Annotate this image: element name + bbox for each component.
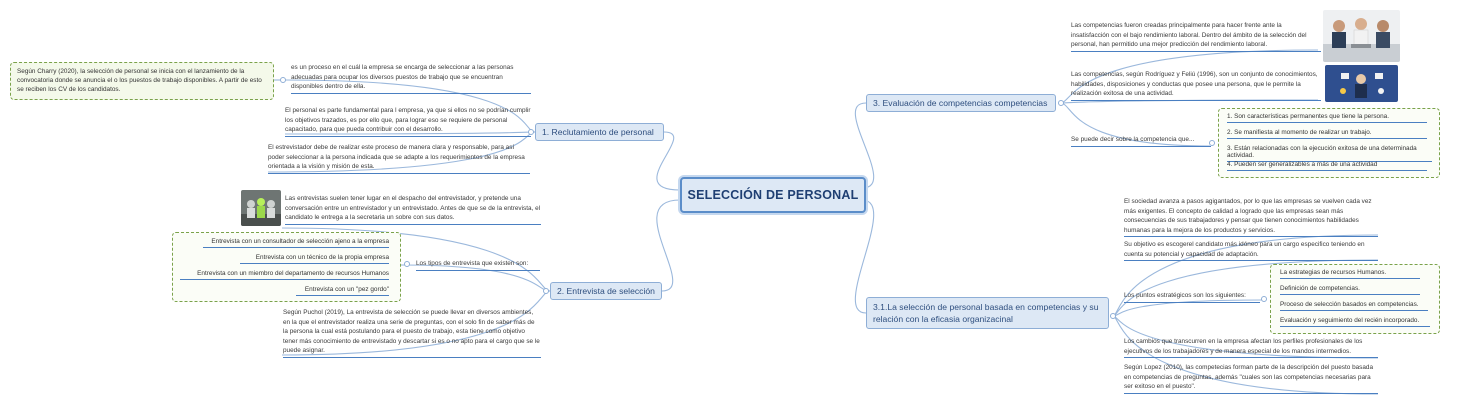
- evaluacion-item: Las competencias fueron creadas principa…: [1071, 21, 1321, 52]
- seleccion-item: Según Lopez (2010), las competecias form…: [1124, 363, 1378, 394]
- reclutamiento-item-text: El personal es parte fundamental para l …: [285, 107, 531, 134]
- interview-types-group: [172, 232, 401, 302]
- branch-evaluacion-label: 3. Evaluación de competencias competenci…: [873, 98, 1048, 108]
- reclutamiento-item-text: es un proceso en el cuál la empresa se e…: [291, 64, 514, 91]
- charry-note: Según Charry (2020), la selección de per…: [10, 62, 274, 100]
- entrevista-intro: Las entrevistas suelen tener lugar en el…: [285, 194, 541, 225]
- competencia-list-item-text: 2. Se manifiesta al momento de realizar …: [1227, 129, 1372, 136]
- collapse-toggle-icon[interactable]: [1110, 313, 1116, 319]
- points-group: [1270, 264, 1440, 334]
- seleccion-item-text: El sociedad avanza a pasos agigantados, …: [1124, 198, 1372, 234]
- reclutamiento-item: es un proceso en el cuál la empresa se e…: [291, 63, 531, 94]
- point-item-text: La estrategias de recursos Humanos.: [1280, 269, 1387, 276]
- point-item[interactable]: La estrategias de recursos Humanos.: [1280, 269, 1420, 279]
- competencia-list-item-text: 3. Están relacionadas con la ejecución e…: [1227, 145, 1417, 159]
- collapse-toggle-icon[interactable]: [1058, 100, 1064, 106]
- interview-types-label-text: Los tipos de entrevista que existen son:: [416, 260, 529, 267]
- reclutamiento-item: El personal es parte fundamental para l …: [285, 106, 531, 137]
- interview-types-label: Los tipos de entrevista que existen son:: [416, 259, 540, 271]
- interview-type-text: Entrevista con un consultador de selecci…: [211, 238, 389, 245]
- branch-seleccion-competencias-label: 3.1.La selección de personal basada en c…: [873, 302, 1099, 324]
- point-item-text: Proceso de selección basados en competen…: [1280, 301, 1419, 308]
- competencia-list-label: Se puede decir sobre la competencia que.…: [1071, 135, 1211, 147]
- point-item-text: Definición de competencias.: [1280, 285, 1360, 292]
- competencia-list-item[interactable]: 2. Se manifiesta al momento de realizar …: [1227, 129, 1427, 139]
- branch-seleccion-competencias[interactable]: 3.1.La selección de personal basada en c…: [866, 297, 1109, 329]
- interview-type-text: Entrevista con un miembro del departamen…: [197, 270, 389, 277]
- competencia-list-item-text: 4. Pueden ser generalizables a más de un…: [1227, 161, 1378, 168]
- charry-note-text: Según Charry (2020), la selección de per…: [17, 68, 262, 93]
- point-item[interactable]: Proceso de selección basados en competen…: [1280, 301, 1428, 311]
- seleccion-item: Los cambios que transcurren en la empres…: [1124, 337, 1378, 359]
- puchol-item-text: Según Puchol (2019), La entrevista de se…: [283, 309, 540, 355]
- competencia-list-label-text: Se puede decir sobre la competencia que.…: [1071, 136, 1195, 143]
- central-topic-title: SELECCIÓN DE PERSONAL: [687, 188, 859, 202]
- point-item[interactable]: Definición de competencias.: [1280, 285, 1420, 295]
- competencia-list-group: [1218, 108, 1440, 178]
- branch-reclutamiento-label: 1. Reclutamiento de personal: [542, 127, 654, 137]
- branch-evaluacion[interactable]: 3. Evaluación de competencias competenci…: [866, 94, 1056, 112]
- group-toggle-icon[interactable]: [404, 261, 410, 267]
- seleccion-item-text: Los cambios que transcurren en la empres…: [1124, 338, 1363, 355]
- point-item-text: Evaluación y seguimiento del recién inco…: [1280, 317, 1420, 324]
- evaluacion-item: Las competencias, según Rodríguez y Feli…: [1071, 70, 1321, 101]
- evaluacion-item-text: Las competencias, según Rodríguez y Feli…: [1071, 71, 1318, 98]
- seleccion-item-text: Su objetivo es escogerel candidato más i…: [1124, 241, 1365, 258]
- branch-entrevista[interactable]: 2. Entrevista de selección: [550, 282, 662, 300]
- office-meeting-photo: [1323, 10, 1400, 62]
- branch-entrevista-label: 2. Entrevista de selección: [557, 286, 655, 296]
- interview-type-item[interactable]: Entrevista con un "pez gordo": [296, 286, 389, 296]
- interview-type-item[interactable]: Entrevista con un técnico de la propia e…: [240, 254, 389, 264]
- interview-type-text: Entrevista con un técnico de la propia e…: [255, 254, 389, 261]
- business-multitask-photo: [1325, 65, 1398, 102]
- seleccion-item-text: Según Lopez (2010), las competecias form…: [1124, 364, 1374, 391]
- points-label: Los puntos estratégicos son los siguient…: [1124, 291, 1260, 303]
- interview-type-item[interactable]: Entrevista con un miembro del departamen…: [180, 270, 389, 280]
- note-toggle-icon[interactable]: [280, 77, 286, 83]
- points-label-text: Los puntos estratégicos son los siguient…: [1124, 292, 1246, 299]
- puchol-item: Según Puchol (2019), La entrevista de se…: [283, 308, 541, 358]
- competencia-list-item-text: 1. Son características permanentes que t…: [1227, 113, 1389, 120]
- competencia-list-item[interactable]: 1. Son características permanentes que t…: [1227, 113, 1427, 123]
- group-toggle-icon[interactable]: [1209, 140, 1215, 146]
- branch-reclutamiento[interactable]: 1. Reclutamiento de personal: [535, 123, 664, 141]
- point-item[interactable]: Evaluación y seguimiento del recién inco…: [1280, 317, 1430, 327]
- seleccion-item: Su objetivo es escogerel candidato más i…: [1124, 240, 1378, 262]
- interview-type-text: Entrevista con un "pez gordo": [304, 286, 389, 293]
- interview-photo: [241, 190, 281, 226]
- competencia-list-item[interactable]: 4. Pueden ser generalizables a más de un…: [1227, 161, 1427, 171]
- entrevista-intro-text: Las entrevistas suelen tener lugar en el…: [285, 195, 541, 222]
- evaluacion-item-text: Las competencias fueron creadas principa…: [1071, 22, 1307, 49]
- central-topic[interactable]: SELECCIÓN DE PERSONAL: [680, 177, 866, 213]
- competencia-list-item[interactable]: 3. Están relacionadas con la ejecución e…: [1227, 145, 1432, 162]
- reclutamiento-item: El estrevistador debe de realizar este p…: [268, 143, 530, 174]
- interview-type-item[interactable]: Entrevista con un consultador de selecci…: [203, 238, 389, 248]
- reclutamiento-item-text: El estrevistador debe de realizar este p…: [268, 144, 525, 171]
- group-toggle-icon[interactable]: [1261, 296, 1267, 302]
- seleccion-item: El sociedad avanza a pasos agigantados, …: [1124, 197, 1378, 238]
- collapse-toggle-icon[interactable]: [528, 129, 534, 135]
- collapse-toggle-icon[interactable]: [543, 288, 549, 294]
